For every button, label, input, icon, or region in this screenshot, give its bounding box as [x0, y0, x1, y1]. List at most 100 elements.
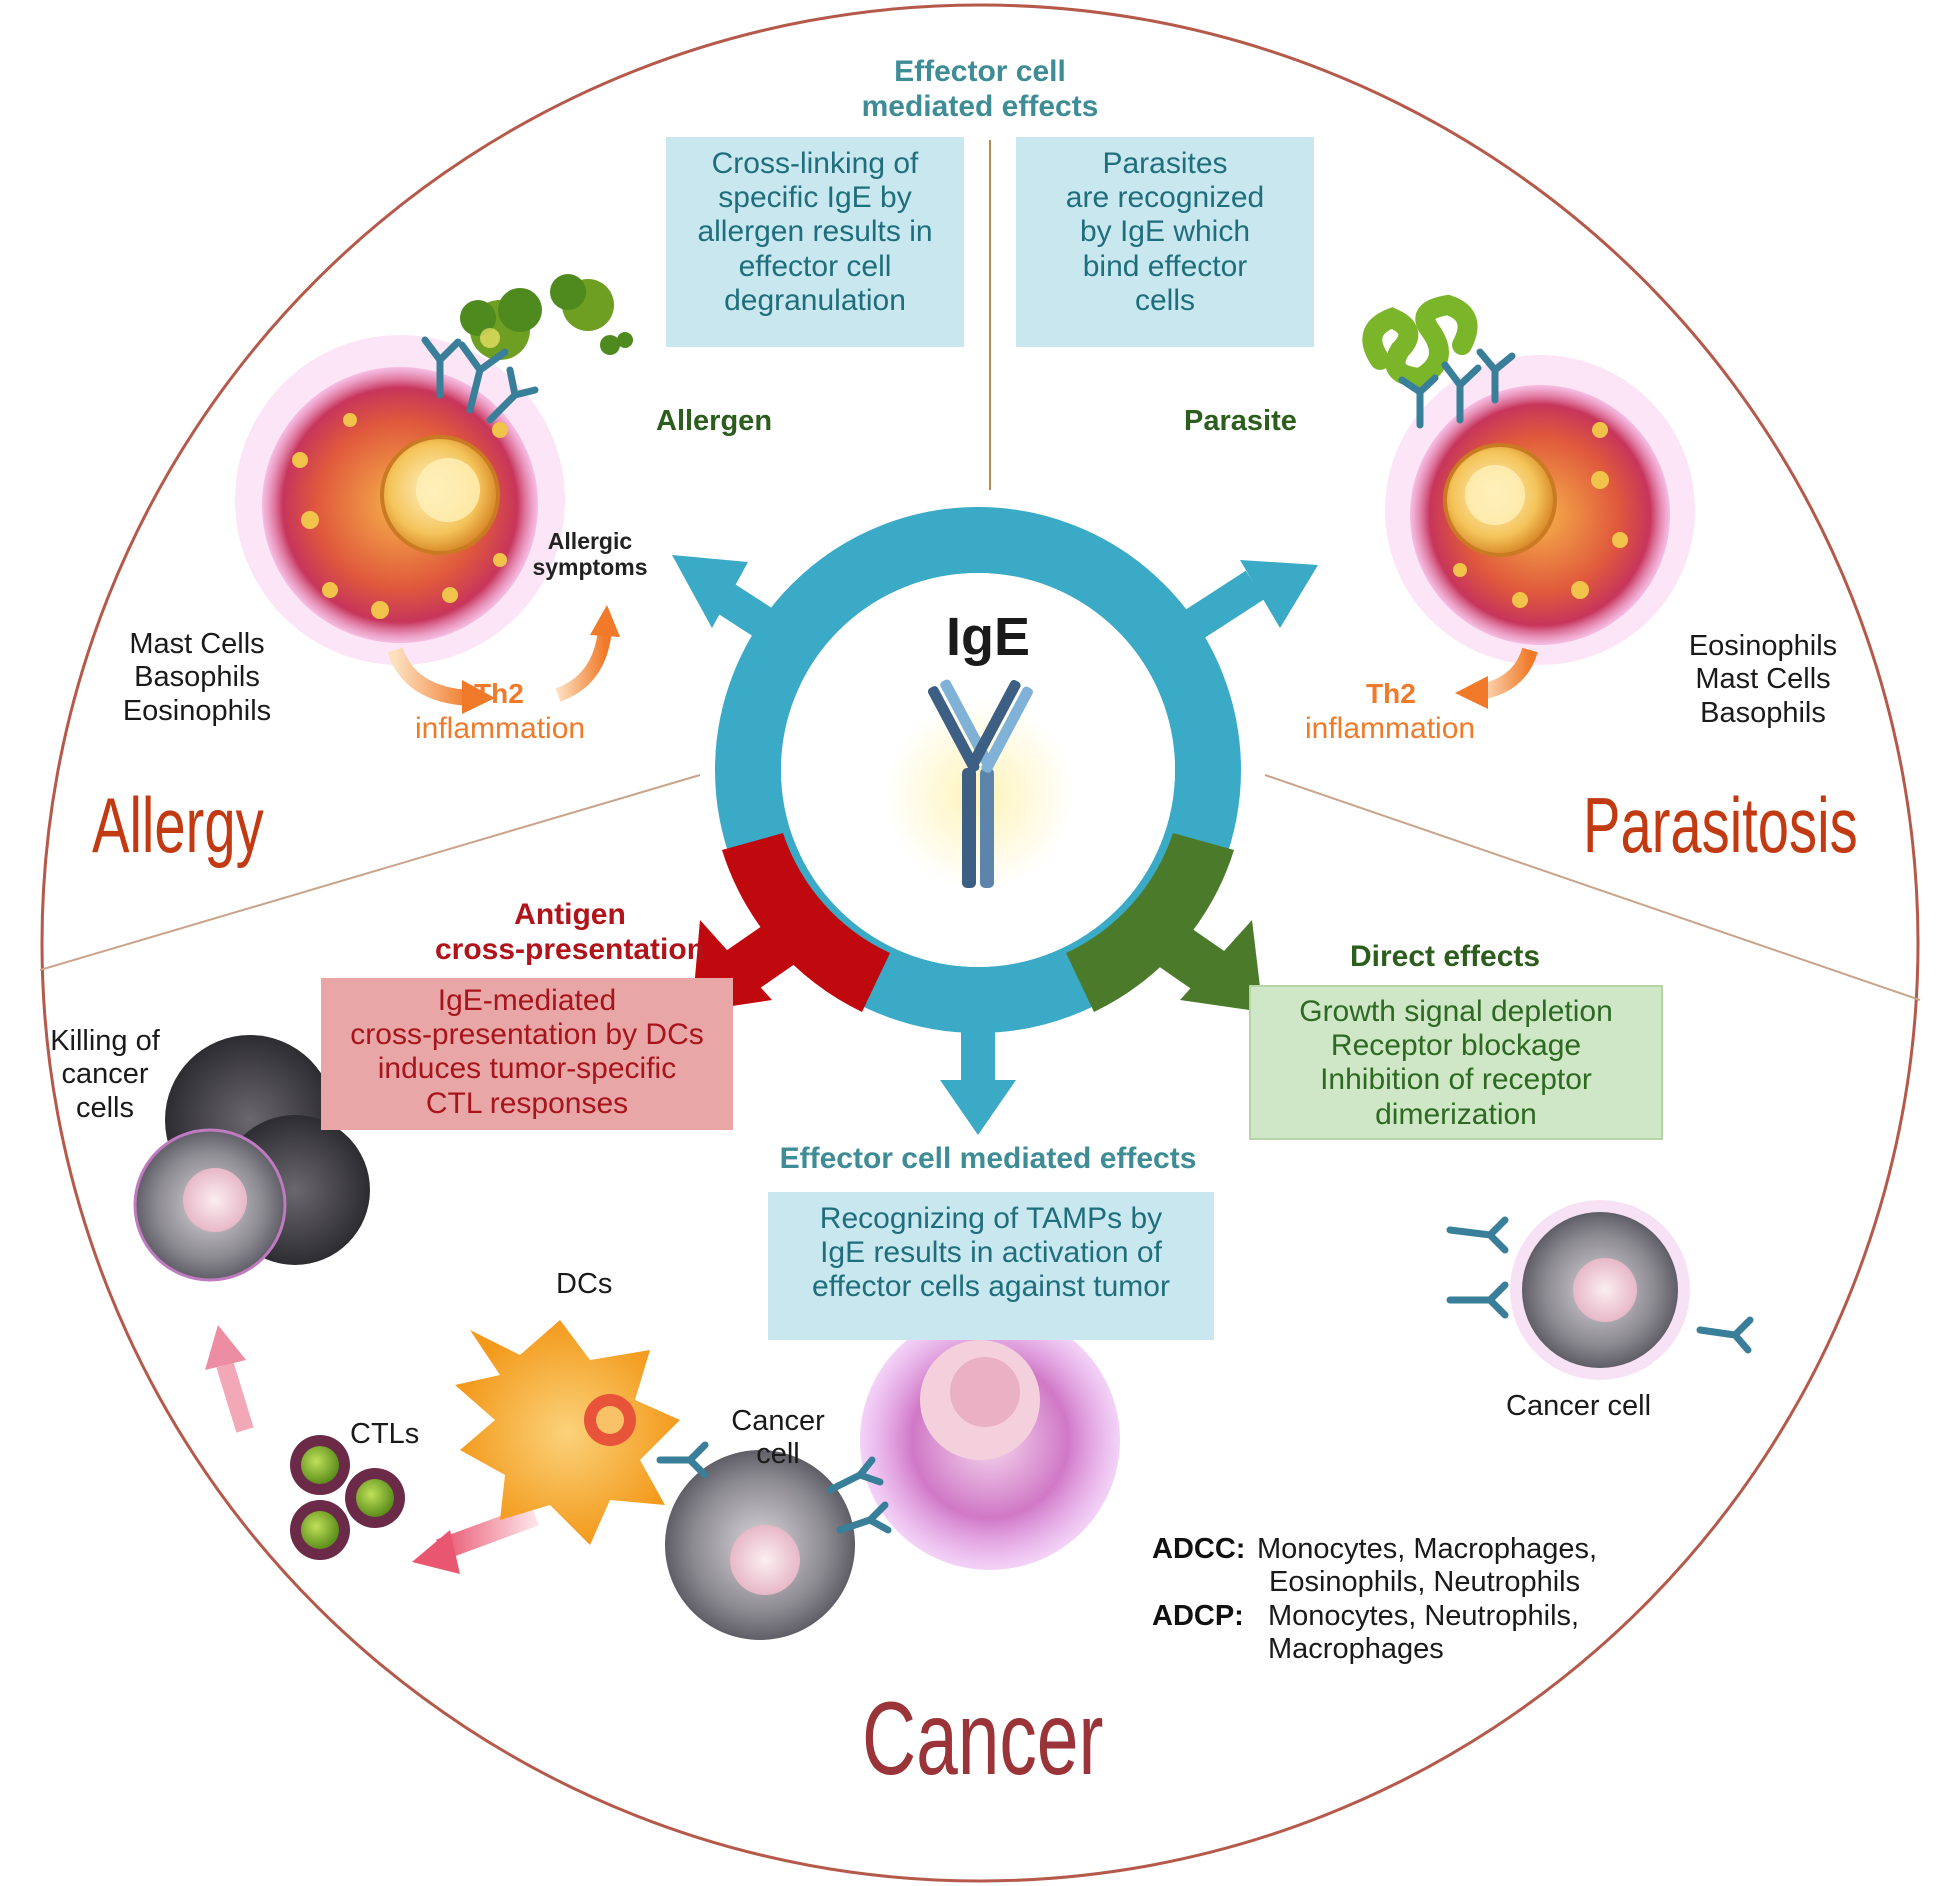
- allergen-particles: [460, 274, 633, 360]
- ring-red-segment: [722, 833, 890, 1012]
- inflammation-label-right: inflammation: [1305, 712, 1476, 745]
- label-line: cells: [75, 1091, 134, 1124]
- tumor-effector-box: Recognizing of TAMPs by IgE results in a…: [768, 1192, 1214, 1340]
- cell-type: Mast Cells: [1695, 663, 1831, 696]
- antibody-icon-tumor: [656, 1441, 892, 1534]
- pink-arrow-left: [412, 1504, 539, 1574]
- antibody-icon-parasite: [1398, 348, 1516, 429]
- th2-label-left: Th2: [474, 678, 524, 709]
- adcc-text: Monocytes, Macrophages, Eosinophils, Neu…: [1257, 1533, 1597, 1600]
- th2-arrow-right: [1455, 647, 1538, 709]
- box-line: cells: [1134, 283, 1195, 317]
- outer-circle: [40, 3, 1920, 1883]
- heading-line: Antigen: [514, 898, 626, 931]
- center-ring: [715, 507, 1241, 1033]
- antibody-icon-right: [1446, 1216, 1754, 1354]
- killed-cancer-cells: [133, 1035, 370, 1282]
- direct-effects-box: Growth signal depletion Receptor blockag…: [1249, 985, 1663, 1140]
- top-effector-heading: Effector cell mediated effects: [862, 55, 1099, 124]
- antibody-icon-allergy: [421, 336, 539, 424]
- box-line: Recognizing of TAMPs by: [819, 1202, 1163, 1235]
- box-line: by IgE which: [1079, 215, 1251, 249]
- cancer-cell-label-right: Cancer cell: [1506, 1390, 1652, 1422]
- box-line: induces tumor-specific: [377, 1052, 677, 1086]
- th2-arrow-left: [387, 605, 620, 714]
- symptoms-line-1: Allergic: [547, 528, 633, 554]
- allergy-effector-box: Cross-linking of specific IgE by allerge…: [666, 137, 964, 347]
- symptoms-line-2: symptoms: [532, 554, 648, 581]
- text-line: Monocytes, Macrophages,: [1257, 1533, 1598, 1565]
- dcs-label: DCs: [556, 1268, 613, 1300]
- inflammation-label-left: inflammation: [415, 712, 586, 745]
- box-line: Parasites: [1102, 147, 1228, 180]
- box-line: IgE-mediated: [437, 984, 617, 1017]
- ige-antibody-icon: [885, 679, 1075, 890]
- mast-cell-illustration: [235, 335, 565, 665]
- allergic-symptoms-label: Allergic symptoms: [532, 528, 647, 581]
- antigen-box: IgE-mediated cross-presentation by DCs i…: [321, 978, 733, 1130]
- box-line: specific IgE by: [718, 181, 912, 215]
- effector-cell-magenta: [860, 1310, 1120, 1570]
- allergen-label: Allergen: [656, 405, 773, 437]
- ring-green-segment: [1066, 833, 1234, 1012]
- cell-type: Basophils: [134, 661, 260, 694]
- box-line: effector cells against tumor: [812, 1270, 1170, 1304]
- box-line: Cross-linking of: [711, 147, 919, 180]
- adcp-label: ADCP:: [1152, 1600, 1244, 1632]
- box-line: Receptor blockage: [1330, 1029, 1582, 1063]
- tumor-cell-bottom: [665, 1450, 855, 1640]
- antigen-heading: Antigen cross-presentation: [435, 898, 705, 967]
- text-line: Monocytes, Neutrophils,: [1268, 1600, 1580, 1632]
- text-line: Eosinophils, Neutrophils: [1269, 1566, 1581, 1599]
- eosinophil-illustration: [1385, 355, 1695, 665]
- th2-label-right: Th2: [1366, 678, 1416, 709]
- divider-left: [39, 774, 701, 971]
- tumor-effector-heading: Effector cell mediated effects: [779, 1142, 1197, 1175]
- cell-type: Mast Cells: [129, 628, 265, 660]
- divider-right: [1264, 774, 1921, 1001]
- ctls-label: CTLs: [350, 1418, 420, 1450]
- cancer-cell-label-left: Cancer cell: [731, 1405, 825, 1472]
- parasitosis-title: Parasitosis: [1583, 781, 1858, 869]
- allergy-title: Allergy: [92, 781, 264, 869]
- cell-type: Eosinophils: [122, 694, 272, 727]
- parasitosis-cell-list: Eosinophils Mast Cells Basophils: [1689, 630, 1837, 730]
- cancer-cell-right: [1510, 1200, 1690, 1380]
- adcc-label: ADCC:: [1152, 1533, 1246, 1565]
- box-line: degranulation: [724, 283, 906, 317]
- box-line: CTL responses: [425, 1086, 629, 1120]
- parasite-effector-box: Parasites are recognized by IgE which bi…: [1016, 137, 1314, 347]
- cancer-title: Cancer: [862, 1681, 1104, 1797]
- heading-line: cross-presentation: [434, 932, 706, 966]
- box-line: effector cell: [738, 249, 892, 283]
- ctl-cells: [290, 1435, 405, 1560]
- box-line: bind effector: [1082, 249, 1248, 283]
- parasite-worm: [1362, 294, 1478, 389]
- box-line: cross-presentation by DCs: [350, 1018, 704, 1052]
- box-line: Growth signal depletion: [1299, 995, 1613, 1028]
- top-heading-line-2: mediated effects: [861, 89, 1099, 123]
- box-line: IgE results in activation of: [820, 1236, 1162, 1270]
- box-line: dimerization: [1375, 1097, 1537, 1131]
- box-line: allergen results in: [697, 215, 933, 249]
- parasite-label: Parasite: [1184, 405, 1297, 437]
- ige-label: IgE: [945, 607, 1031, 667]
- pink-arrow-up: [205, 1325, 254, 1433]
- dendritic-cell: [455, 1320, 680, 1545]
- arrow-down: [940, 1020, 1016, 1135]
- text-line: Macrophages: [1268, 1633, 1444, 1666]
- killing-label: Killing of cancer cells: [50, 1025, 160, 1125]
- cell-type: Basophils: [1700, 696, 1826, 729]
- label-line: cell: [756, 1438, 800, 1471]
- label-line: cancer: [61, 1058, 149, 1091]
- label-line: Killing of: [50, 1025, 160, 1057]
- direct-effects-heading: Direct effects: [1350, 940, 1541, 973]
- cell-type: Eosinophils: [1688, 630, 1838, 662]
- label-line: Cancer: [731, 1405, 825, 1437]
- allergy-cell-list: Mast Cells Basophils Eosinophils: [123, 628, 271, 728]
- top-heading-line-1: Effector cell: [894, 55, 1066, 88]
- box-line: are recognized: [1065, 181, 1265, 215]
- adcp-text: Monocytes, Neutrophils, Macrophages: [1268, 1600, 1579, 1667]
- box-line: Inhibition of receptor: [1320, 1063, 1592, 1097]
